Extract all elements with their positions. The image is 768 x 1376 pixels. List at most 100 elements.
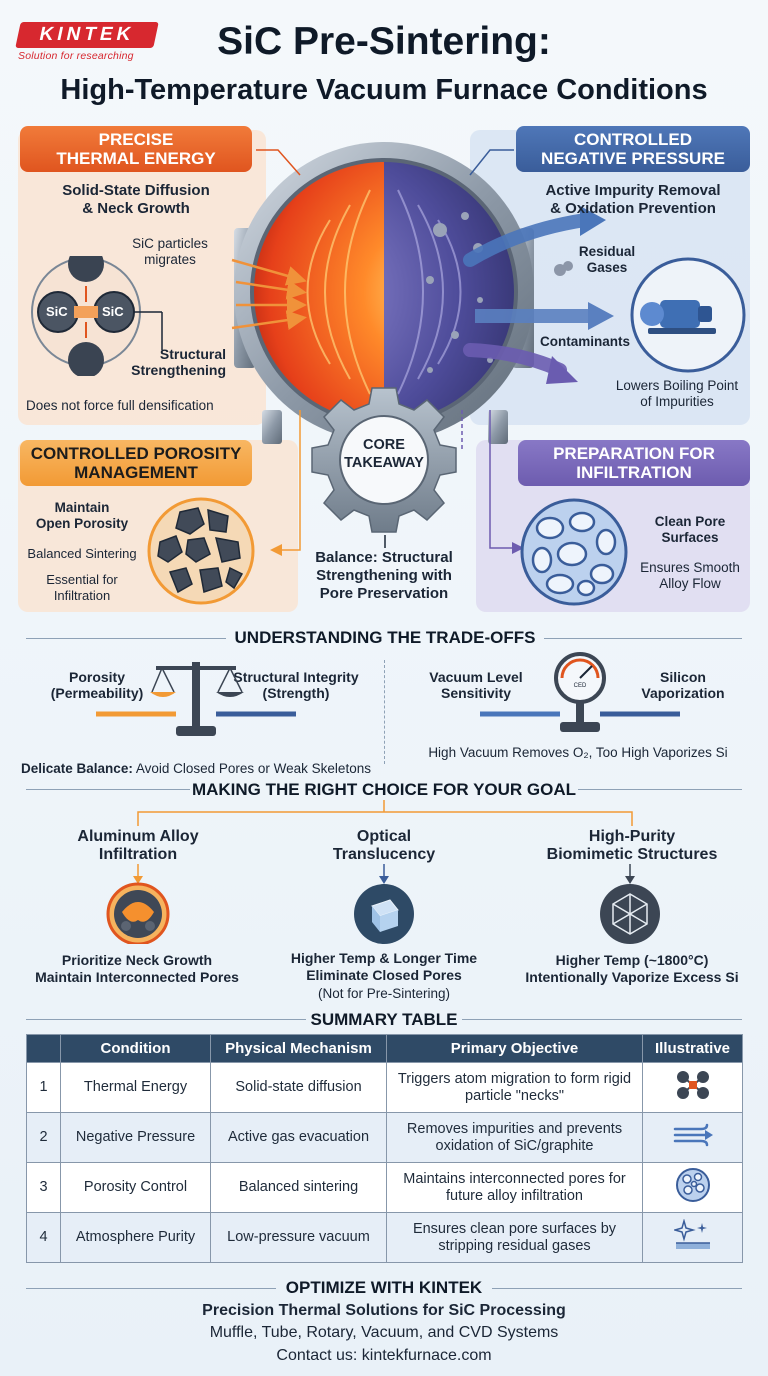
sparkle-surface-icon <box>671 1218 710 1249</box>
boiling-point-note: Lowers Boiling Point of Impurities <box>615 378 739 409</box>
choice-icons <box>106 864 660 944</box>
porous-sphere-icon <box>675 1168 710 1202</box>
residual-gases-label: Residual Gases <box>578 244 636 275</box>
choice-heading-optical: Optical Translucency <box>332 828 436 863</box>
porosity-maintain: Maintain Open Porosity <box>35 500 129 531</box>
row-objective: Ensures clean pore surfaces by stripping… <box>386 1212 643 1263</box>
clean-pore-label: Clean Pore Surfaces <box>654 514 726 545</box>
thermal-tag: PRECISE THERMAL ENERGY <box>20 126 252 172</box>
airflow-icon <box>673 1123 713 1147</box>
choice-heading-biomimetic: High-Purity Biomimetic Structures <box>546 828 718 863</box>
porosity-essential: Essential for Infiltration <box>46 572 118 603</box>
row-objective: Removes impurities and prevents oxidatio… <box>386 1112 643 1163</box>
row-illustration <box>642 1062 743 1113</box>
table-row: 4 Atmosphere Purity Low-pressure vacuum … <box>26 1212 743 1263</box>
row-condition: Negative Pressure <box>60 1112 211 1163</box>
pressure-tag: CONTROLLED NEGATIVE PRESSURE <box>516 126 750 172</box>
thermal-heading: Solid-State Diffusion & Neck Growth <box>62 182 210 217</box>
pressure-heading: Active Impurity Removal & Oxidation Prev… <box>545 182 721 217</box>
row-mechanism: Balanced sintering <box>210 1162 387 1213</box>
tradeoffs-title: UNDERSTANDING THE TRADE-OFFS <box>234 628 536 647</box>
row-mechanism: Low-pressure vacuum <box>210 1212 387 1263</box>
page-subtitle: High-Temperature Vacuum Furnace Conditio… <box>60 74 708 106</box>
balance-scale-icon <box>96 662 296 736</box>
summary-header-illustrative: Illustrative <box>642 1034 743 1063</box>
choice-heading-aluminum: Aluminum Alloy Infiltration <box>77 828 199 863</box>
table-row: 1 Thermal Energy Solid-state diffusion T… <box>26 1062 743 1113</box>
tradeoff-divider <box>384 660 385 764</box>
contaminants-label: Contaminants <box>540 334 631 349</box>
summary-header-index <box>26 1034 61 1063</box>
clean-pore-illustration <box>520 498 628 606</box>
summary-header-mechanism: Physical Mechanism <box>210 1034 387 1063</box>
footer-rule-right <box>492 1288 742 1289</box>
tradeoff-porosity-label: Porosity (Permeability) <box>50 669 144 701</box>
vacuum-furnace-diagram <box>231 142 746 556</box>
summary-header-condition: Condition <box>60 1034 211 1063</box>
neck-growth-illustration <box>31 256 163 376</box>
summary-header-row: Condition Physical Mechanism Primary Obj… <box>26 1034 743 1063</box>
table-row: 3 Porosity Control Balanced sintering Ma… <box>26 1162 743 1213</box>
choice-detail-aluminum: Prioritize Neck Growth Maintain Intercon… <box>35 952 239 985</box>
thermal-migrates-note: SiC particles migrates <box>132 236 208 267</box>
choice-rule-left <box>26 789 190 790</box>
row-objective: Maintains interconnected pores for futur… <box>386 1162 643 1213</box>
summary-rule-right <box>462 1019 742 1020</box>
open-porosity-illustration <box>147 497 255 605</box>
sic-particle-label-right: SiC <box>102 304 124 319</box>
row-objective: Triggers atom migration to form rigid pa… <box>386 1062 643 1113</box>
table-row: 2 Negative Pressure Active gas evacuatio… <box>26 1112 743 1163</box>
tradeoff-left-caption-bold: Delicate Balance: <box>21 761 133 776</box>
vacuum-gauge-icon <box>480 652 680 732</box>
footer-contact[interactable]: Contact us: kintekfurnace.com <box>276 1347 492 1364</box>
choice-connector <box>137 800 633 826</box>
tradeoff-right-caption: High Vacuum Removes O₂, Too High Vaporiz… <box>428 745 728 760</box>
footer-rule-left <box>26 1288 276 1289</box>
choice-note-optical: (Not for Pre-Sintering) <box>317 986 451 1001</box>
row-condition: Porosity Control <box>60 1162 211 1213</box>
summary-header-objective: Primary Objective <box>386 1034 643 1063</box>
tradeoffs-rule-left <box>26 638 226 639</box>
choice-detail-biomimetic: Higher Temp (~1800°C) Intentionally Vapo… <box>525 952 739 985</box>
porosity-tag: CONTROLLED POROSITY MANAGEMENT <box>20 440 252 486</box>
row-index: 4 <box>26 1212 61 1263</box>
summary-table: Condition Physical Mechanism Primary Obj… <box>26 1034 743 1263</box>
row-mechanism: Solid-state diffusion <box>210 1062 387 1113</box>
row-illustration <box>642 1162 743 1213</box>
row-index: 1 <box>26 1062 61 1113</box>
tradeoff-integrity-label: Structural Integrity (Strength) <box>233 669 359 701</box>
choice-title: MAKING THE RIGHT CHOICE FOR YOUR GOAL <box>191 780 577 799</box>
gauge-label: CED <box>573 683 587 689</box>
page-title: SiC Pre-Sintering: <box>217 20 551 63</box>
footer-line1: Precision Thermal Solutions for SiC Proc… <box>202 1302 566 1319</box>
choice-rule-right <box>578 789 742 790</box>
summary-rule-left <box>26 1019 306 1020</box>
core-balance-text: Balance: Structural Strengthening with P… <box>315 549 453 602</box>
choice-detail-optical: Higher Temp & Longer Time Eliminate Clos… <box>290 950 478 983</box>
tradeoff-left-caption: Delicate Balance: Avoid Closed Pores or … <box>18 745 374 777</box>
footer-title: OPTIMIZE WITH KINTEK <box>285 1278 483 1297</box>
summary-title: SUMMARY TABLE <box>310 1010 458 1029</box>
brand-tagline: Solution for researching <box>18 50 134 62</box>
tradeoff-vacuum-label: Vacuum Level Sensitivity <box>429 669 523 701</box>
row-condition: Thermal Energy <box>60 1062 211 1113</box>
footer-line2: Muffle, Tube, Rotary, Vacuum, and CVD Sy… <box>209 1324 559 1341</box>
brand-logo: KINTEK Solution for researching <box>15 22 159 62</box>
row-index: 2 <box>26 1112 61 1163</box>
smooth-flow-note: Ensures Smooth Alloy Flow <box>640 560 740 591</box>
core-takeaway-label: CORE TAKEAWAY <box>344 437 424 471</box>
infiltration-tag: PREPARATION FOR INFILTRATION <box>518 440 750 486</box>
tradeoff-left-caption-rest: Avoid Closed Pores or Weak Skeletons <box>132 761 371 776</box>
molecule-icon <box>676 1071 709 1099</box>
tradeoff-silicon-label: Silicon Vaporization <box>641 669 725 701</box>
porosity-balanced: Balanced Sintering <box>27 546 137 561</box>
sic-particle-label-left: SiC <box>46 304 68 319</box>
row-condition: Atmosphere Purity <box>60 1212 211 1263</box>
thermal-density-note: Does not force full densification <box>26 398 214 413</box>
tradeoffs-rule-right <box>544 638 742 639</box>
row-illustration <box>642 1212 743 1263</box>
row-mechanism: Active gas evacuation <box>210 1112 387 1163</box>
thermal-strength-note: Structural Strengthening <box>131 346 226 378</box>
row-index: 3 <box>26 1162 61 1213</box>
row-illustration <box>642 1112 743 1163</box>
